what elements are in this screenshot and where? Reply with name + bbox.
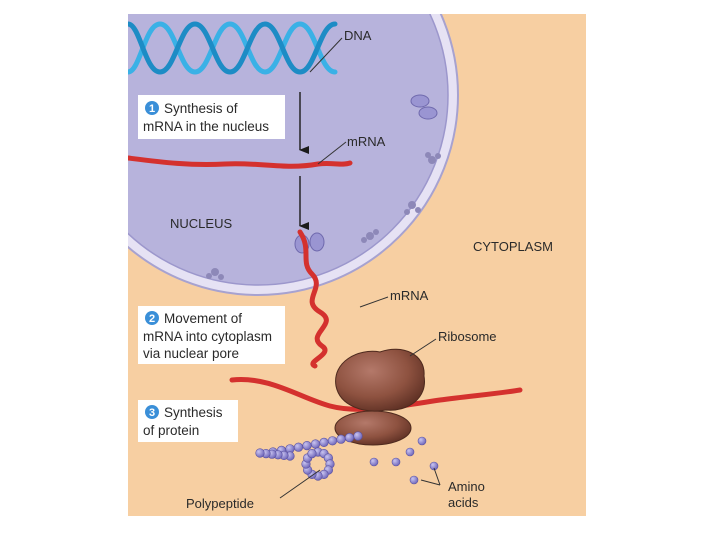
polypeptide-bead [336,434,346,444]
label-polypeptide: Polypeptide [186,496,254,511]
label-dna: DNA [344,28,372,43]
step-2-line-3: via nuclear pore [143,346,239,361]
polypeptide-bead [310,439,321,449]
step-2-line-1: Movement of [164,311,242,326]
label-amino-acids-line2: acids [448,495,479,510]
polypeptide-bead [307,449,317,459]
step-1-box: 1 Synthesis of mRNA in the nucleus [138,95,285,139]
step-2-line-2: mRNA into cytoplasm [143,329,272,344]
polypeptide-bead [319,437,329,448]
mrna-strand-nucleus [128,155,353,169]
label-mrna-nucleus: mRNA [347,134,386,149]
label-mrna-cytoplasm: mRNA [390,288,429,303]
leader-lines [279,37,441,499]
mrna-strand-cytoplasm [297,229,329,369]
polypeptide-bead [353,431,363,441]
step-2-number: 2 [149,313,155,325]
step-1-number: 1 [149,103,155,115]
step-1-line-1: Synthesis of [164,101,238,116]
ribosome [334,348,425,446]
nuclear-pore-upper [410,94,438,120]
label-ribosome: Ribosome [438,329,497,344]
label-nucleus: NUCLEUS [170,216,232,231]
nucleus-body [128,14,449,286]
step-3-line-1: Synthesis [164,405,223,420]
step-1-line-2: mRNA in the nucleus [143,119,269,134]
label-cytoplasm: CYTOPLASM [473,239,553,254]
polypeptide-bead [255,448,265,458]
step-2-box: 2 Movement of mRNA into cytoplasm via nu… [138,306,285,364]
amino-acids [369,436,439,485]
dna-strand-b [128,21,338,75]
polypeptide-bead [327,436,338,446]
step-3-number: 3 [149,407,155,419]
step-3-line-2: of protein [143,423,199,438]
step-1-badge [145,101,159,115]
polypeptide-bead [293,442,304,452]
polypeptide-bead [302,441,312,451]
polypeptide-chain [255,431,363,481]
chromatin-specks [206,152,441,280]
step-3-box: 3 Synthesis of protein [138,400,238,442]
label-amino-acids-line1: Amino [448,479,485,494]
polypeptide-bead [344,433,355,443]
step-3-badge [145,405,159,419]
step-2-badge [145,311,159,325]
dna-strand-a [128,21,338,75]
